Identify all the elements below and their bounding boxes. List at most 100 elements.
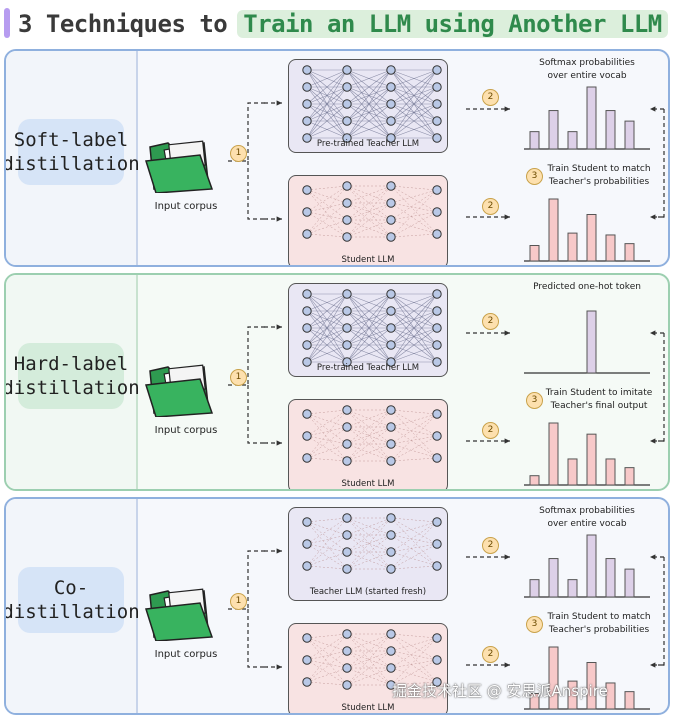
student-network-node [386,680,396,690]
teacher-network-node [302,116,312,126]
student-network-node [302,633,312,643]
folder-icon [145,588,214,641]
student-network-node [342,663,352,673]
teacher-network-node [342,513,352,523]
teacher-network-node [302,561,312,571]
teacher-network-node [342,65,352,75]
student-network-node [342,232,352,242]
input-to-student-arrow [247,609,268,668]
teacher-network-node [386,530,396,540]
teacher-caption: Pre-trained Teacher LLM [316,139,420,149]
teacher-output-chart-bar [529,131,540,150]
training-objective-note: Train Student to imitate Teacher's final… [545,388,653,411]
student-network-connections [306,409,438,462]
student-network-node [386,215,396,225]
step-badge: 3 [526,616,543,633]
feedback-loop-head-top-head [650,106,656,112]
teacher-llm-box: Teacher LLM (started fresh) [288,507,448,601]
teacher-network-node [342,530,352,540]
student-caption: Student LLM [341,703,395,713]
student-network-node [302,185,312,195]
student-network-node [342,456,352,466]
training-objective-note: Train Student to match Teacher's probabi… [547,164,651,187]
teacher-network-node [302,306,312,316]
input-corpus-label: Input corpus [154,649,218,660]
teacher-network-node [386,340,396,350]
input-to-student-arrow [247,161,268,220]
folder-icon [145,364,214,417]
teacher-output-chart-bar [586,86,597,150]
teacher-llm-box: Pre-trained Teacher LLM [288,59,448,153]
teacher-network-node [342,340,352,350]
teacher-network-node [386,357,396,367]
teacher-network-node [342,357,352,367]
input-to-teacher-arrowhead-head [276,100,282,106]
student-network [302,629,442,690]
input-to-teacher-arrowhead-head [276,548,282,554]
teacher-network-node [386,289,396,299]
teacher-network-node [432,340,442,350]
student-network-node [432,677,442,687]
feedback-loop-head-top-head [650,330,656,336]
teacher-output-chart-bar [586,310,597,374]
student-output-chart-bar [567,232,578,262]
student-output-arrow-head [504,438,510,444]
teacher-network-node [432,539,442,549]
teacher-network-node [386,564,396,574]
step-badge: 2 [482,646,499,663]
teacher-network-node [386,116,396,126]
student-network-node [342,439,352,449]
student-network-node [302,655,312,665]
teacher-llm-box: Pre-trained Teacher LLM [288,283,448,377]
flow-overlay [228,534,665,710]
student-network-node [302,431,312,441]
student-output-chart-bar [529,475,540,486]
step-badge: 3 [526,168,543,185]
student-network-node [386,646,396,656]
student-network-node [386,456,396,466]
student-network-connections [306,185,438,238]
student-output-chart-bar [586,662,597,710]
teacher-output-chart-bar [605,558,616,598]
step-badge: 1 [230,145,247,162]
student-network-node [342,646,352,656]
student-caption: Student LLM [341,255,395,265]
student-network-node [432,207,442,217]
student-llm-box: Student LLM [288,399,448,489]
teacher-network [302,513,442,574]
student-output-chart-bar [605,234,616,262]
teacher-network-node [302,99,312,109]
student-network-node [342,215,352,225]
student-network-node [386,663,396,673]
teacher-output-chart-bar [548,558,559,598]
student-output-chart-bar [586,433,597,486]
student-output-chart-bar [624,467,635,486]
teacher-network-node [342,306,352,316]
teacher-output-chart-bar [624,568,635,598]
teacher-network-node [342,133,352,143]
teacher-network-node [342,99,352,109]
student-network-node [432,409,442,419]
teacher-network-node [342,116,352,126]
folder-icon [145,140,214,193]
student-network-node [342,198,352,208]
student-network-node [302,409,312,419]
step-badge: 2 [482,313,499,330]
teacher-network-node [302,323,312,333]
flow-overlay [228,310,665,486]
teacher-network-node [386,513,396,523]
student-network-node [432,633,442,643]
student-network-node [342,422,352,432]
teacher-network [302,289,442,367]
input-corpus-label: Input corpus [154,201,218,212]
teacher-network-node [432,133,442,143]
teacher-network-node [342,289,352,299]
feedback-loop-head-bottom-head [650,214,656,220]
teacher-network-node [432,289,442,299]
student-network-node [386,198,396,208]
teacher-network-node [432,82,442,92]
teacher-output-chart-bar [586,534,597,598]
teacher-network-node [386,65,396,75]
student-network-node [386,439,396,449]
student-output-chart-bar [624,691,635,710]
